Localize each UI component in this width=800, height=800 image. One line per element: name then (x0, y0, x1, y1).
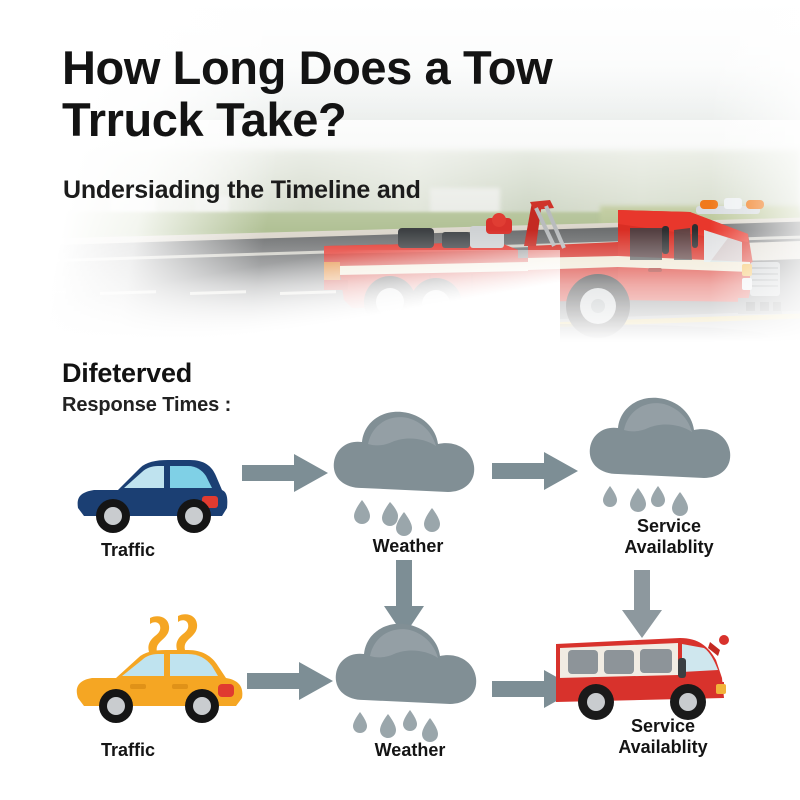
label-line: Service (636, 516, 702, 536)
rain-cloud-icon (335, 623, 477, 742)
flow-label-weather-1: Weather (328, 536, 488, 557)
arrow-right-icon[interactable] (240, 452, 332, 494)
arrow-right-icon[interactable] (490, 450, 582, 492)
arrow-right-icon[interactable] (245, 660, 337, 702)
hero-photo (0, 0, 800, 360)
flow-label-weather-2: Weather (330, 740, 490, 761)
page-title: How Long Does a Tow Trruck Take? (62, 41, 762, 147)
flow-label-service-1: Service Availablity (584, 516, 754, 558)
rain-cloud-icon (333, 411, 475, 536)
flow-label-traffic-1: Traffic (48, 540, 208, 561)
arrow-down-icon[interactable] (382, 558, 426, 640)
headline-line-1: How Long Does a Tow (62, 41, 553, 94)
label-line: Traffic (100, 540, 156, 560)
label-line: Weather (374, 740, 446, 760)
yellow-car-question-icon (76, 614, 243, 723)
red-white-van-icon (556, 635, 729, 720)
section-title: Difeterved (62, 358, 193, 388)
label-line: Availablity (618, 737, 708, 758)
label-line: Traffic (100, 740, 156, 760)
arrow-down-icon[interactable] (620, 568, 664, 640)
headline-line-2: Trruck Take? (62, 93, 347, 147)
blue-car-icon (77, 460, 228, 533)
flow-label-traffic-2: Traffic (48, 740, 208, 761)
rain-cloud-icon (589, 397, 731, 516)
page-subtitle: Undersiading the Timeline and (63, 176, 421, 204)
label-line: Service (630, 716, 696, 736)
section-subtitle: Response Times : (62, 394, 232, 416)
flow-label-service-2: Service Availablity (578, 716, 748, 758)
photo-fade-bottom (0, 230, 800, 360)
label-line: Availablity (624, 537, 714, 558)
label-line: Weather (372, 536, 444, 556)
